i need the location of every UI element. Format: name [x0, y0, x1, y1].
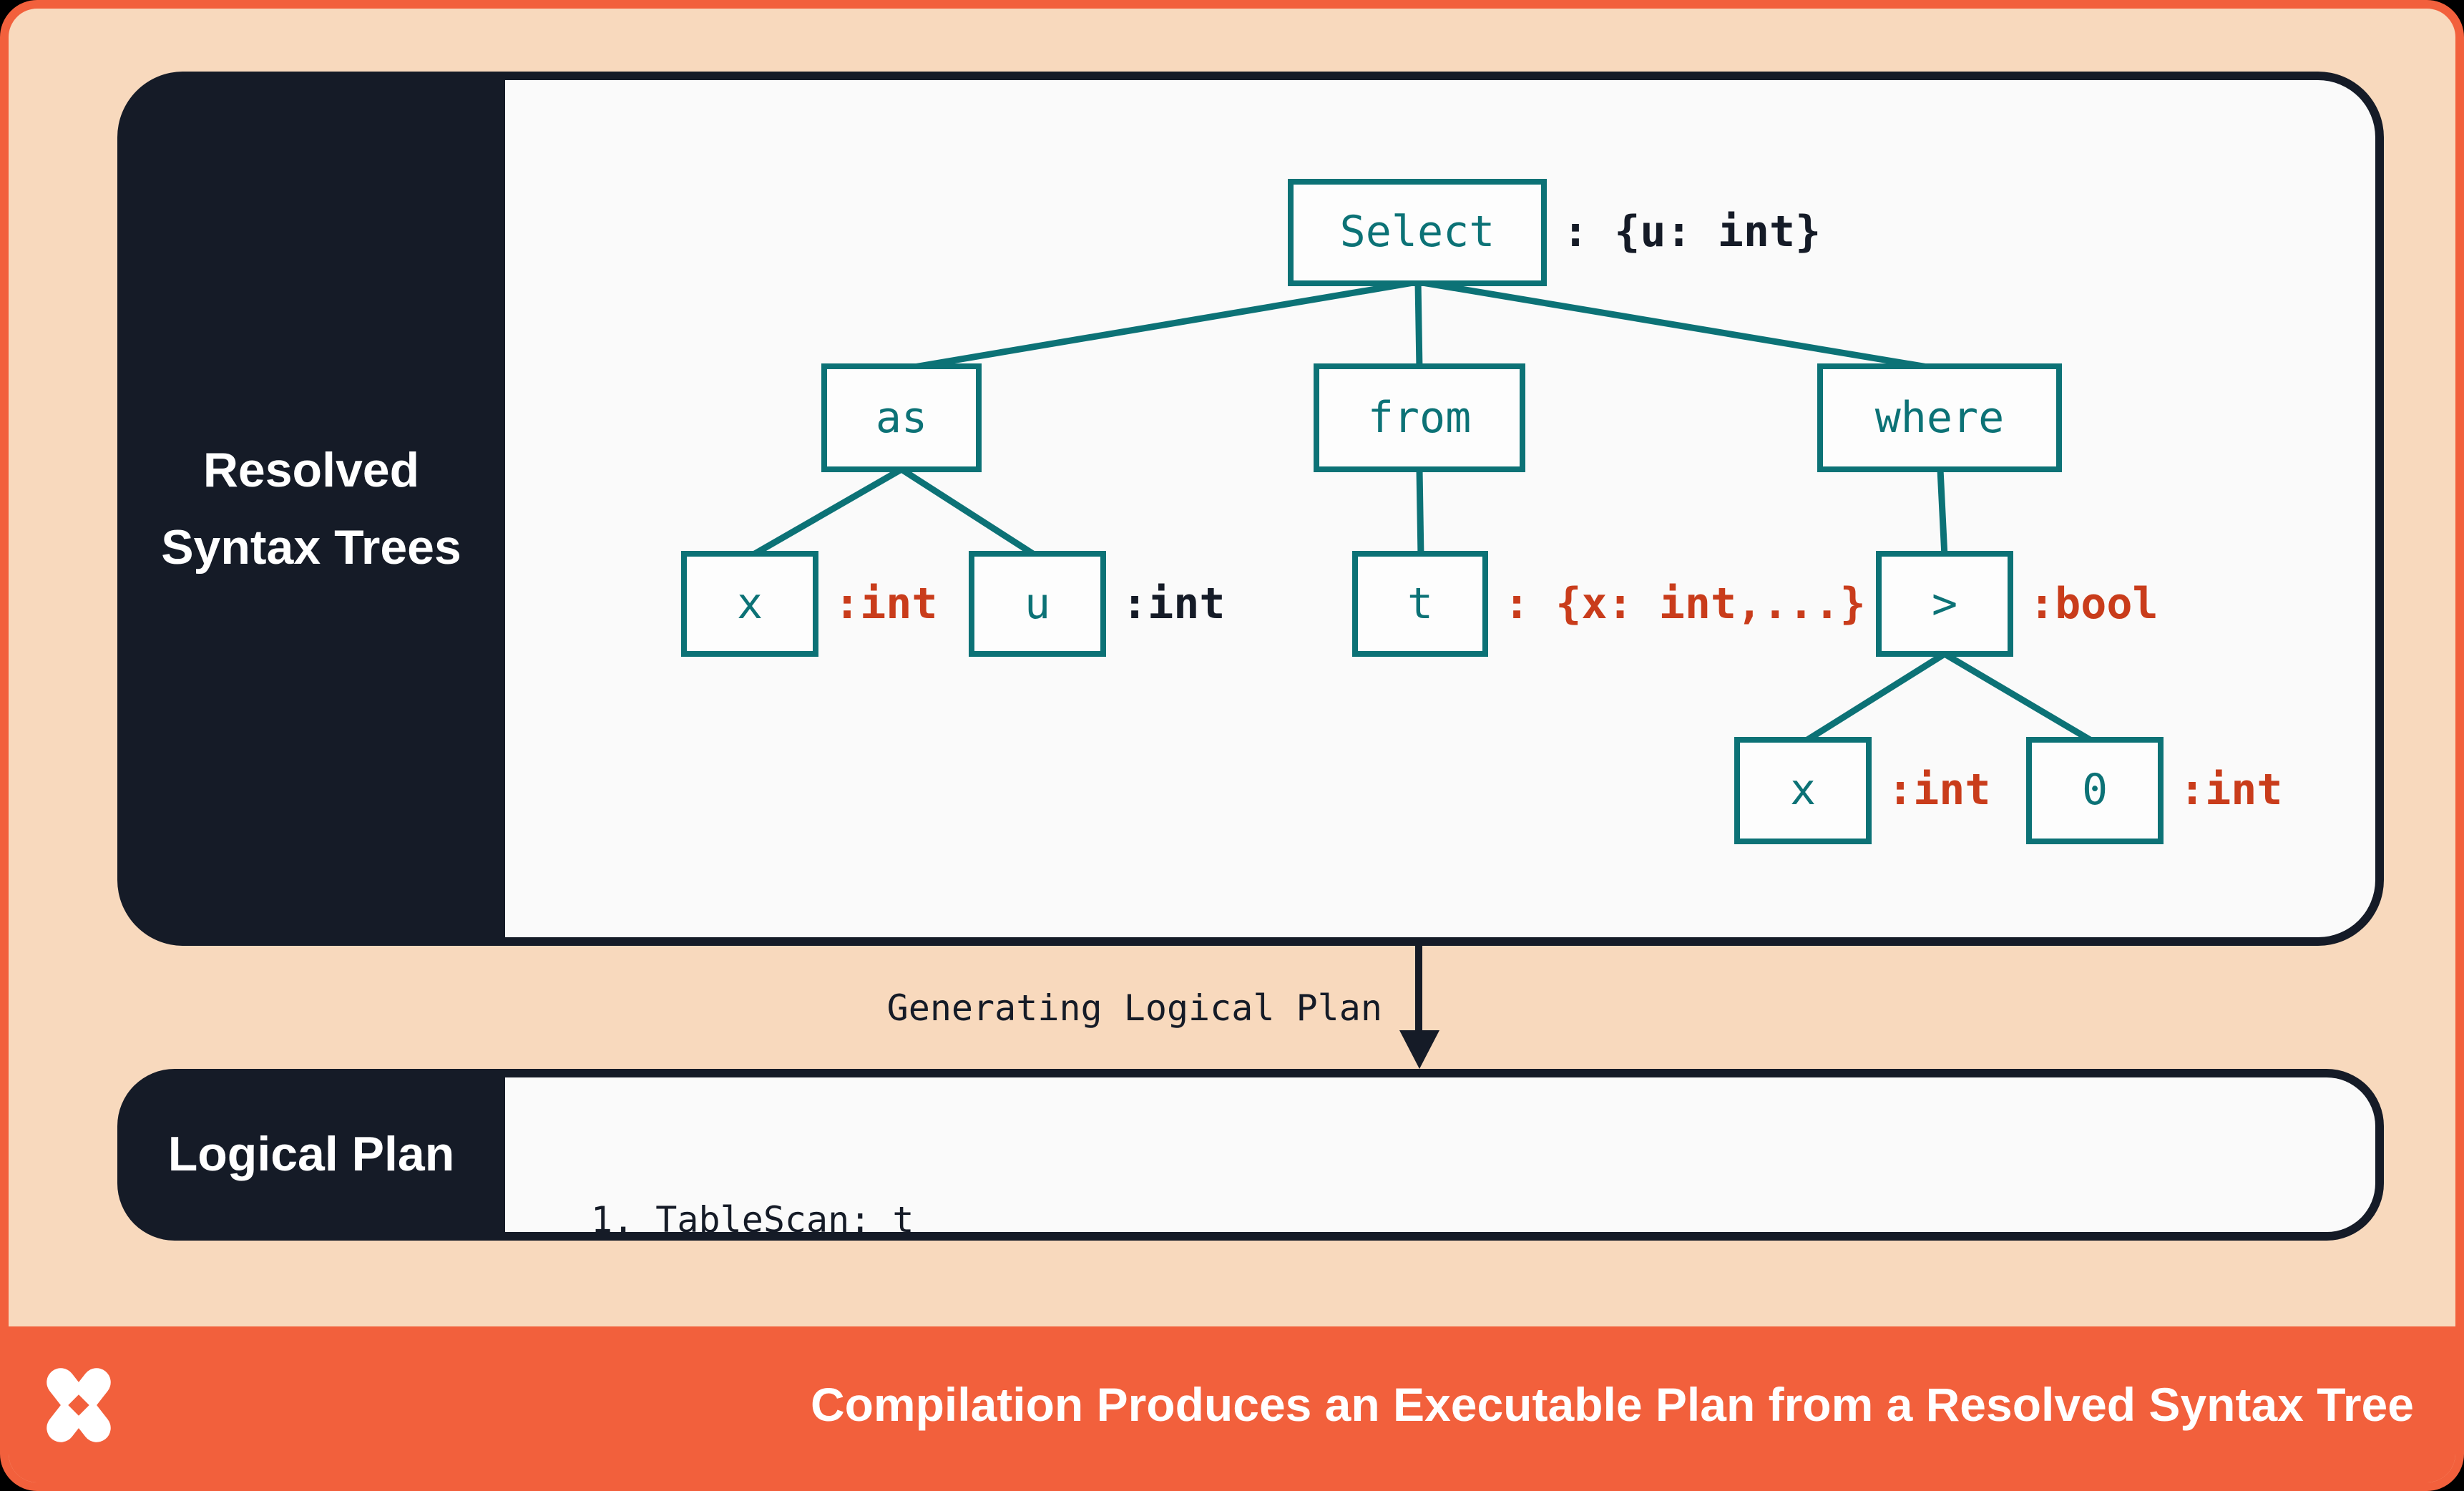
tree-node-box: 0: [2026, 737, 2164, 844]
tree-node-box: >: [1876, 551, 2013, 657]
tree-edge: [1942, 651, 2097, 746]
type-annotation: :int: [1887, 766, 1991, 816]
tree-node-gt-under-where: > :bool: [1876, 551, 2159, 657]
tree-node-x-under-gt: x :int: [1734, 737, 1991, 844]
tree-node-box: t: [1352, 551, 1488, 657]
tree-node-box: from: [1314, 363, 1525, 472]
tree-node-where: where: [1817, 363, 2062, 472]
footer-title: Compilation Produces an Executable Plan …: [810, 1377, 2414, 1430]
tree-node-label: x: [1789, 766, 1817, 816]
panel-title-line1: Resolved: [202, 443, 420, 497]
tree-edges: [748, 278, 2097, 746]
tree-node-u-under-as: u :int: [969, 551, 1226, 657]
panel-title-resolved-syntax-trees: Resolved Syntax Trees: [117, 72, 505, 946]
flow-step-label: Generating Logical Plan: [886, 987, 1382, 1029]
logical-plan-canvas: 1. TableScan: t 2. Filter: t.x > 0 3. Pr…: [505, 1077, 2375, 1387]
panel-title-logical-plan: Logical Plan: [167, 1127, 455, 1181]
type-annotation: : {x: int,...}: [1504, 579, 1866, 629]
tree-edge: [1417, 278, 1941, 373]
tree-edge: [1414, 281, 1423, 370]
tree-node-box: u: [969, 551, 1106, 657]
tree-node-x-under-as: x :int: [681, 551, 938, 657]
tree-node-label: where: [1874, 393, 2005, 443]
tree-node-box: x: [681, 551, 818, 657]
logical-plan-step: 1. TableScan: t: [591, 1199, 914, 1241]
type-annotation: :int: [834, 579, 938, 629]
tree-edge: [1416, 469, 1424, 557]
type-annotation: :int: [2179, 766, 2283, 816]
down-arrow-head-icon: [1399, 1030, 1439, 1069]
tree-node-label: as: [875, 393, 928, 443]
footer-bar: Compilation Produces an Executable Plan …: [9, 1326, 2455, 1482]
tree-edge: [1801, 651, 1947, 746]
dozer-pinwheel-logo-icon: [47, 1367, 111, 1442]
tree-edge: [899, 466, 1040, 559]
tree-edge: [748, 466, 904, 559]
tree-node-label: t: [1407, 579, 1434, 629]
resolved-syntax-trees-panel: Resolved Syntax Trees: [117, 72, 2384, 946]
tree-node-box: x: [1734, 737, 1872, 844]
type-annotation: : {u: int}: [1563, 207, 1822, 258]
tree-node-label: 0: [2081, 766, 2108, 816]
type-annotation: :int: [1122, 579, 1226, 629]
tree-node-box: Select: [1288, 179, 1547, 286]
tree-edge: [901, 278, 1419, 373]
tree-edge: [1937, 469, 1948, 557]
tree-node-box: where: [1817, 363, 2062, 472]
tree-node-box: as: [821, 363, 982, 472]
tree-node-select: Select : {u: int}: [1288, 179, 1821, 286]
tree-node-label: x: [736, 579, 763, 629]
logical-plan-panel: Logical Plan 1. TableScan: t 2. Filter: …: [117, 1069, 2384, 1387]
panel-title-line2: Syntax Trees: [161, 520, 461, 575]
tree-node-zero-under-gt: 0 :int: [2026, 737, 2283, 844]
tree-node-label: u: [1024, 579, 1051, 629]
type-annotation: :bool: [2029, 579, 2159, 629]
tree-node-label: from: [1367, 393, 1472, 443]
tree-node-label: >: [1931, 579, 1958, 629]
tree-node-from: from: [1314, 363, 1525, 472]
tree-node-as: as: [821, 363, 982, 472]
tree-node-label: Select: [1339, 207, 1495, 258]
tree-node-t-under-from: t : {x: int,...}: [1352, 551, 1866, 657]
logical-plan-step: 3. Projection: t.x as u: [591, 1488, 1086, 1491]
down-arrow-line: [1415, 946, 1422, 1035]
